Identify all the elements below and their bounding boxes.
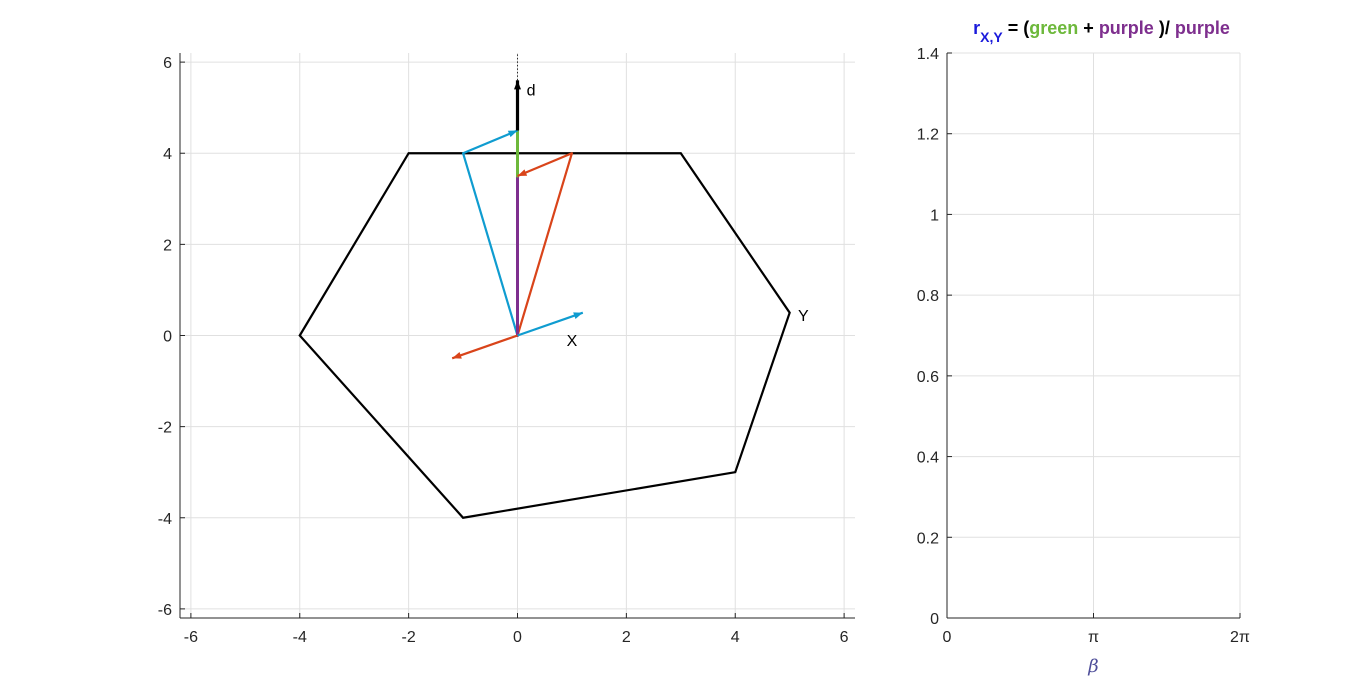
x-tick-label: 6 bbox=[840, 629, 849, 646]
x-tick-label: 4 bbox=[731, 629, 740, 646]
title-part: purple bbox=[1099, 18, 1154, 38]
y-tick-label: -2 bbox=[158, 420, 172, 437]
x-tick-label: 2π bbox=[1230, 629, 1250, 646]
cyan-arrow bbox=[462, 129, 518, 155]
y-tick-label: 1.2 bbox=[917, 127, 939, 144]
polygon-outline bbox=[298, 152, 791, 519]
x-tick-label: -2 bbox=[402, 629, 416, 646]
red-arrowhead bbox=[452, 352, 462, 359]
y-tick-label: 0.2 bbox=[917, 530, 939, 547]
cyan-arrow bbox=[517, 311, 584, 337]
y-tick-label: -6 bbox=[158, 602, 172, 619]
annotation-x: X bbox=[567, 333, 578, 350]
y-tick-label: 0 bbox=[163, 329, 172, 346]
title-part: r bbox=[973, 18, 980, 38]
x-tick-label: -4 bbox=[293, 629, 307, 646]
y-tick-label: 4 bbox=[163, 146, 172, 163]
red-arrow bbox=[517, 152, 573, 178]
title-part: X,Y bbox=[980, 29, 1003, 45]
y-tick-label: 1 bbox=[930, 207, 939, 224]
x-tick-label: 0 bbox=[513, 629, 522, 646]
cyan-segment bbox=[461, 152, 519, 337]
x-tick-label: π bbox=[1088, 629, 1099, 646]
red-arrow bbox=[451, 334, 518, 360]
cyan-arrowhead bbox=[573, 312, 583, 319]
annotation-d: d bbox=[527, 82, 536, 99]
y-tick-label: 0.4 bbox=[917, 450, 939, 467]
y-tick-label: 2 bbox=[163, 237, 172, 254]
x-tick-label: 0 bbox=[943, 629, 952, 646]
y-tick-label: -4 bbox=[158, 511, 172, 528]
y-tick-label: 0.6 bbox=[917, 369, 939, 386]
title-part: green bbox=[1029, 18, 1078, 38]
x-tick-label: -6 bbox=[184, 629, 198, 646]
title-part: = ( bbox=[1003, 18, 1030, 38]
y-tick-label: 0 bbox=[930, 611, 939, 628]
red-segment bbox=[516, 152, 574, 337]
annotation-y: Y bbox=[798, 308, 809, 325]
title-part: purple bbox=[1175, 18, 1230, 38]
cyan-arrowhead bbox=[507, 130, 518, 138]
y-tick-label: 0.8 bbox=[917, 288, 939, 305]
ratio-plot: 0 π 2π 0 0.2 0.4 0.6 0.8 1 1.2 1.4 β rX,Y = (green +… bbox=[917, 18, 1250, 677]
x-axis-label: β bbox=[1087, 656, 1098, 677]
chart-title: rX,Y = (green + purple )/ purple bbox=[973, 18, 1230, 45]
y-tick-label: 1.4 bbox=[917, 46, 939, 63]
title-part: )/ bbox=[1154, 18, 1175, 38]
title-part: + bbox=[1078, 18, 1099, 38]
red-arrowhead bbox=[517, 169, 528, 177]
y-tick-label: 6 bbox=[163, 55, 172, 72]
x-tick-label: 2 bbox=[622, 629, 631, 646]
direction-arrowhead bbox=[514, 80, 521, 90]
